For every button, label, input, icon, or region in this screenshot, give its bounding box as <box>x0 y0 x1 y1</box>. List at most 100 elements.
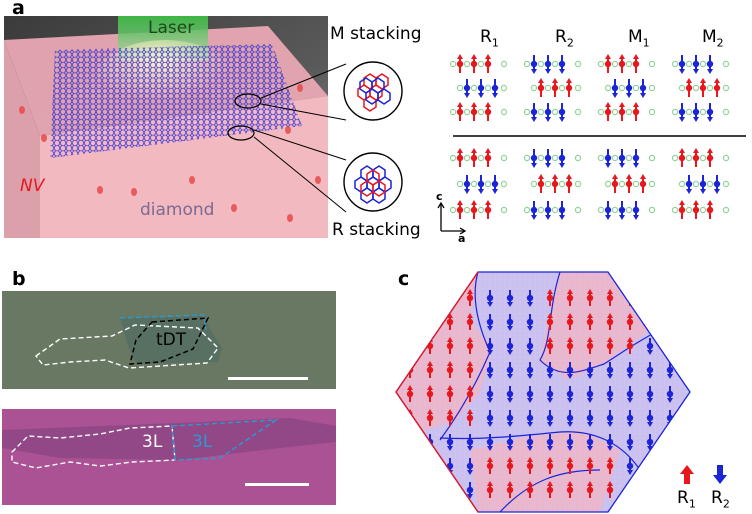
ligand-dot <box>604 84 612 92</box>
ligand-dot <box>648 84 656 92</box>
down-spin-arrow <box>632 201 640 220</box>
down-spin-arrow <box>692 103 700 122</box>
up-spin-arrow <box>470 102 478 121</box>
up-spin-arrow <box>604 54 612 73</box>
ligand-dot <box>500 180 508 188</box>
ligand-dot <box>632 84 640 92</box>
ligand-dot <box>632 180 640 188</box>
r1-domain-arrow <box>606 457 614 474</box>
up-spin-arrow <box>565 174 573 193</box>
legend-arrows <box>680 465 727 484</box>
r2-domain-arrow <box>406 458 414 475</box>
r2-domain-arrow <box>606 362 614 379</box>
ligand-dot <box>671 60 679 68</box>
down-spin-arrow <box>477 175 485 194</box>
r1-domain-arrow <box>626 337 634 354</box>
up-spin-arrow <box>484 102 492 121</box>
r2-domain-arrow <box>526 314 534 331</box>
r2-domain-arrow <box>666 290 674 307</box>
ligand-dot <box>671 154 679 162</box>
ligand-dot <box>544 84 552 92</box>
r1-domain-arrow <box>406 385 414 402</box>
r2-domain-arrow <box>486 386 494 403</box>
r1-domain-arrow <box>546 313 554 330</box>
up-spin-arrow <box>551 78 559 97</box>
legend-r1-sub: 1 <box>688 497 696 511</box>
r2-domain-arrow <box>526 338 534 355</box>
r2-domain-arrow <box>526 434 534 451</box>
up-spin-arrow <box>692 200 700 219</box>
r1-domain-arrow <box>446 361 454 378</box>
up-spin-arrow <box>484 200 492 219</box>
column-header-m1-base: M <box>628 27 643 47</box>
r2-domain-arrow <box>526 386 534 403</box>
diamond-label: diamond <box>140 200 215 220</box>
up-spin-arrow <box>484 54 492 73</box>
r2-domain-arrow <box>546 362 554 379</box>
down-spin-arrow <box>706 55 714 74</box>
r2-domain-arrow <box>486 314 494 331</box>
r2-domain-arrow <box>546 386 554 403</box>
r2-domain-arrow <box>626 482 634 499</box>
down-spin-arrow <box>558 103 566 122</box>
ligand-dot <box>500 154 508 162</box>
ligand-dot <box>618 180 626 188</box>
r2-domain-arrow <box>526 410 534 427</box>
ligand-dot <box>574 206 582 214</box>
ligand-dot <box>500 60 508 68</box>
down-spin-arrow <box>544 103 552 122</box>
up-spin-arrow <box>706 148 714 167</box>
r2-domain-arrow <box>466 434 474 451</box>
up-spin-arrow <box>456 200 464 219</box>
r1-domain-arrow <box>466 289 474 306</box>
ligand-dot <box>449 60 457 68</box>
up-spin-arrow <box>618 54 626 73</box>
column-header-m2: M2 <box>702 27 724 49</box>
legend-r2-sub: 2 <box>722 497 730 511</box>
down-spin-arrow <box>685 175 693 194</box>
legend-r2-arrow-icon <box>713 465 727 484</box>
up-spin-arrow <box>632 54 640 73</box>
r1-domain-arrow <box>446 337 454 354</box>
r1-domain-arrow <box>446 313 454 330</box>
up-spin-arrow <box>625 174 633 193</box>
ligand-dot <box>685 60 693 68</box>
r2-domain-arrow <box>546 434 554 451</box>
ligand-dot <box>706 180 714 188</box>
r2-domain-arrow <box>446 482 454 499</box>
ligand-dot <box>470 84 478 92</box>
column-header-r2-sub: 2 <box>566 36 574 50</box>
legend-r2-base: R <box>711 488 723 508</box>
ligand-dot <box>692 84 700 92</box>
ligand-dot <box>484 180 492 188</box>
r1-domain-arrow <box>426 361 434 378</box>
ligand-dot <box>685 206 693 214</box>
column-header-r1-base: R <box>480 27 492 47</box>
r2-domain-arrow <box>626 458 634 475</box>
ligand-dot <box>456 180 464 188</box>
up-spin-arrow <box>604 102 612 121</box>
ligand-dot <box>574 60 582 68</box>
down-spin-arrow <box>544 201 552 220</box>
up-spin-arrow <box>685 78 693 97</box>
r2-domain-arrow <box>646 338 654 355</box>
ligand-dot <box>699 108 707 116</box>
ligand-dot <box>678 180 686 188</box>
ligand-dot <box>463 108 471 116</box>
r2-domain-arrow <box>586 410 594 427</box>
r2-domain-arrow <box>566 410 574 427</box>
r2-domain-arrow <box>646 386 654 403</box>
column-header-r1-sub: 1 <box>491 36 499 50</box>
ligand-dot <box>456 84 464 92</box>
ligand-dot <box>530 180 538 188</box>
down-spin-arrow <box>618 201 626 220</box>
r2-domain-arrow <box>566 386 574 403</box>
column-header-m1-sub: 1 <box>642 36 650 50</box>
ligand-dot <box>477 154 485 162</box>
up-spin-arrow <box>713 78 721 97</box>
r1-domain-arrow <box>466 337 474 354</box>
r2-domain-arrow <box>546 410 554 427</box>
ligand-dot <box>648 60 656 68</box>
r1-domain-arrow <box>426 289 434 306</box>
up-spin-arrow <box>611 174 619 193</box>
